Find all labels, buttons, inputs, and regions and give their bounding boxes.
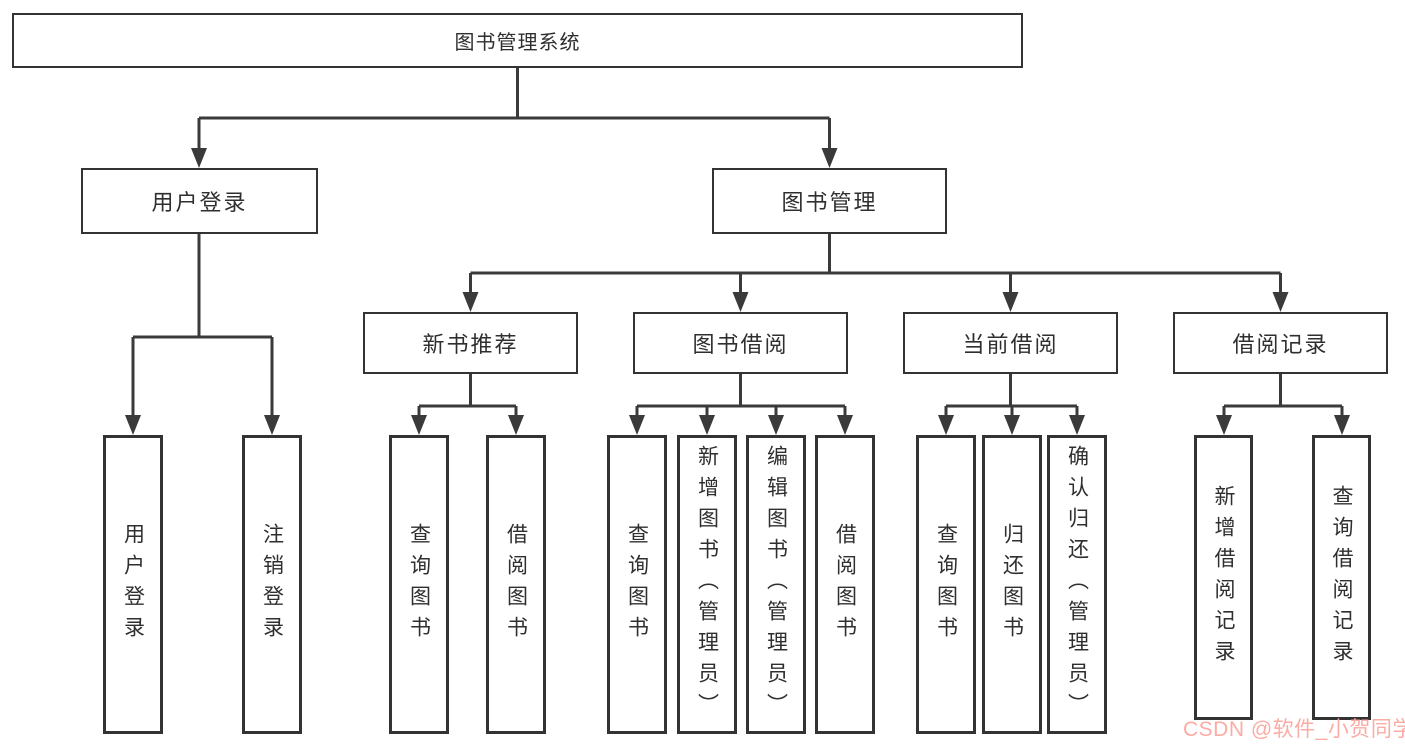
node-new-book-recommend: 新书推荐 xyxy=(363,312,578,374)
node-query-borrow-record-label: 查询借阅记录 xyxy=(1330,484,1353,671)
node-borrow-records-label: 借阅记录 xyxy=(1232,332,1329,357)
node-recommend-borrow-books: 借阅图书 xyxy=(486,435,546,734)
node-borrow-records: 借阅记录 xyxy=(1173,312,1388,374)
node-book-borrow: 图书借阅 xyxy=(633,312,848,374)
csdn-watermark: CSDN @软件_小贺同学 xyxy=(1183,718,1405,741)
node-borrow-query-books-label: 查询图书 xyxy=(625,522,649,647)
node-root: 图书管理系统 xyxy=(12,13,1023,68)
node-confirm-return-admin-label: 确认归还（管理员） xyxy=(1065,445,1089,724)
node-return-books: 归还图书 xyxy=(982,435,1042,734)
node-return-books-label: 归还图书 xyxy=(1000,522,1024,647)
node-user-login-label: 用户登录 xyxy=(151,190,248,215)
node-query-borrow-record: 查询借阅记录 xyxy=(1312,435,1371,720)
node-book-borrow-label: 图书借阅 xyxy=(692,332,789,357)
node-add-books-admin: 新增图书（管理员） xyxy=(677,435,737,734)
node-edit-books-admin-label: 编辑图书（管理员） xyxy=(764,445,788,724)
node-root-label: 图书管理系统 xyxy=(454,32,581,54)
node-edit-books-admin: 编辑图书（管理员） xyxy=(746,435,806,734)
node-book-management: 图书管理 xyxy=(712,168,947,234)
node-recommend-borrow-books-label: 借阅图书 xyxy=(504,522,528,647)
node-logout-leaf: 注销登录 xyxy=(242,435,302,734)
node-user-login: 用户登录 xyxy=(81,168,318,234)
node-login-leaf-label: 用户登录 xyxy=(121,522,145,647)
node-new-book-recommend-label: 新书推荐 xyxy=(422,332,519,357)
node-current-query-books: 查询图书 xyxy=(916,435,976,734)
node-borrow-borrow-books: 借阅图书 xyxy=(815,435,875,734)
node-borrow-borrow-books-label: 借阅图书 xyxy=(833,522,857,647)
node-current-borrow: 当前借阅 xyxy=(903,312,1118,374)
node-login-leaf: 用户登录 xyxy=(103,435,163,734)
node-borrow-query-books: 查询图书 xyxy=(607,435,667,734)
node-add-books-admin-label: 新增图书（管理员） xyxy=(695,445,719,724)
node-add-borrow-record: 新增借阅记录 xyxy=(1194,435,1253,720)
node-current-borrow-label: 当前借阅 xyxy=(962,332,1059,357)
node-recommend-query-books: 查询图书 xyxy=(389,435,449,734)
node-confirm-return-admin: 确认归还（管理员） xyxy=(1047,435,1107,734)
node-add-borrow-record-label: 新增借阅记录 xyxy=(1212,484,1235,671)
node-logout-leaf-label: 注销登录 xyxy=(260,522,284,647)
node-current-query-books-label: 查询图书 xyxy=(934,522,958,647)
node-recommend-query-books-label: 查询图书 xyxy=(407,522,431,647)
node-book-management-label: 图书管理 xyxy=(781,190,878,215)
